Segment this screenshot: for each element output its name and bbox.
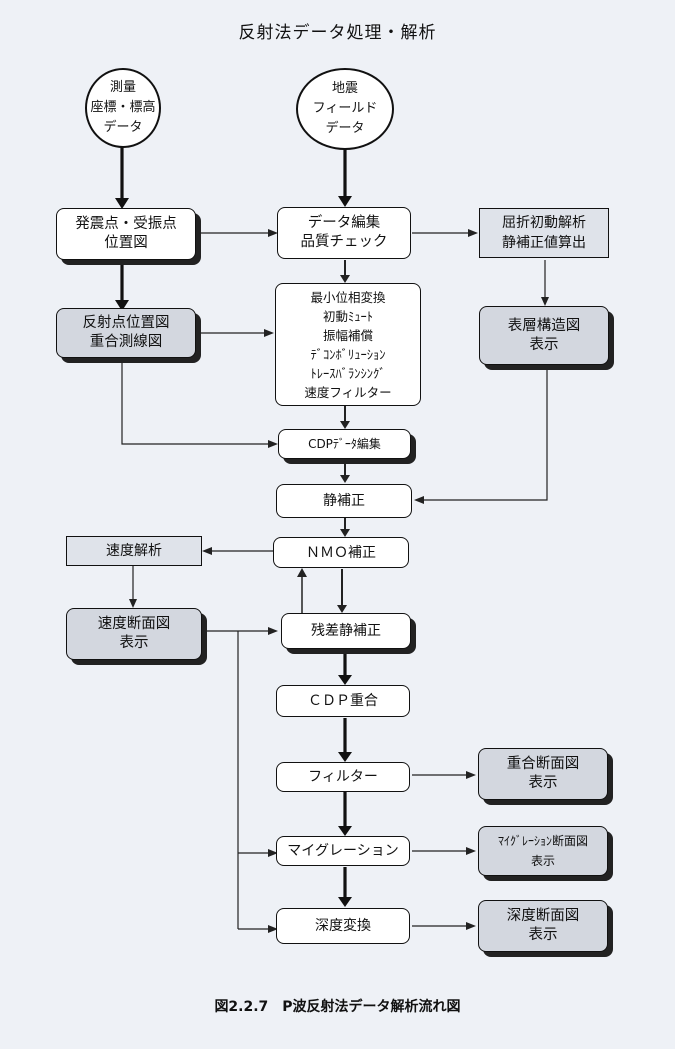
- connector-reflection-to-cdpedit: [121, 360, 270, 445]
- node-label-line: 速度断面図: [97, 616, 171, 632]
- node-label-line: 表示: [119, 635, 149, 651]
- node-residual-static: 残差静補正: [281, 613, 411, 649]
- node-static-correction: 静補正: [276, 484, 412, 518]
- arrowhead: [337, 605, 347, 613]
- arrowhead: [340, 529, 350, 537]
- arrowhead: [268, 627, 278, 635]
- node-label-line: 深度断面図: [506, 908, 580, 924]
- node-label-line: 屈折初動解析: [502, 215, 586, 231]
- node-label-line: ﾏｲｸﾞﾚｰｼｮﾝ断面図: [497, 834, 588, 848]
- node-depth-conversion: 深度変換: [276, 908, 410, 944]
- node-label-line: 地震: [331, 81, 358, 96]
- node-label-line: 残差静補正: [311, 623, 381, 639]
- arrowhead: [268, 229, 278, 237]
- arrowhead: [338, 826, 352, 836]
- node-label-line: 重合測線図: [89, 334, 163, 350]
- node-label-line: ﾄﾚｰｽﾊﾞﾗﾝｼﾝｸﾞ: [310, 365, 386, 381]
- node-preprocessing: 最小位相変換初動ﾐｭｰﾄ 振幅補償 ﾃﾞｺﾝﾎﾞﾘｭｰｼｮﾝ ﾄﾚｰｽﾊﾞﾗﾝｼﾝｸﾞ…: [275, 283, 421, 406]
- node-label-line: 品質チェック: [300, 234, 388, 250]
- arrowhead: [340, 275, 350, 283]
- node-filter: フィルター: [276, 762, 410, 792]
- arrowhead: [264, 329, 274, 337]
- node-label-line: 表示: [528, 775, 558, 791]
- arrowhead: [338, 196, 352, 207]
- node-shot-receiver-map: 発震点・受振点位置図: [56, 208, 196, 260]
- node-label-line: CDPﾃﾞｰﾀ編集: [308, 437, 381, 451]
- arrowhead: [340, 475, 350, 483]
- node-label-line: 初動ﾐｭｰﾄ: [322, 308, 373, 324]
- arrowhead: [414, 496, 424, 504]
- node-label-line: 表示: [528, 927, 558, 943]
- node-label-line: 発震点・受振点: [75, 216, 177, 232]
- arrowhead: [338, 675, 352, 685]
- node-velocity-analysis: 速度解析: [66, 536, 202, 566]
- node-label-line: 最小位相変換: [310, 289, 386, 305]
- arrowhead: [268, 925, 278, 933]
- connector-surface-to-static: [422, 367, 548, 501]
- arrowhead: [268, 440, 278, 448]
- node-label-line: マイグレーション: [287, 843, 399, 859]
- node-label-line: データ: [103, 120, 143, 135]
- node-label-line: 深度変換: [315, 918, 371, 934]
- arrowhead: [268, 849, 278, 857]
- node-label-line: 反射点位置図: [82, 315, 170, 331]
- node-label-line: 振幅補償: [322, 327, 373, 343]
- node-cdp-stack: ＣＤＰ重合: [276, 685, 410, 717]
- node-label-line: ＣＤＰ重合: [308, 693, 378, 709]
- arrowhead: [115, 300, 129, 311]
- node-cdp-edit: CDPﾃﾞｰﾀ編集: [278, 429, 411, 459]
- node-label-line: フィールド: [312, 101, 378, 116]
- node-label-line: フィルター: [308, 769, 378, 785]
- node-label-line: 速度フィルター: [304, 384, 392, 400]
- node-label-line: 静補正: [323, 493, 365, 509]
- node-stack-section: 重合断面図表示: [478, 748, 608, 800]
- node-velocity-section: 速度断面図表示: [66, 608, 202, 660]
- node-label-line: 表層構造図: [507, 317, 581, 334]
- arrowhead: [466, 922, 476, 930]
- node-depth-section: 深度断面図表示: [478, 900, 608, 952]
- node-label-line: 重合断面図: [506, 756, 580, 772]
- node-label-line: データ編集: [307, 215, 381, 231]
- node-label-line: データ: [325, 121, 365, 136]
- node-field-data: 地震フィールドデータ: [296, 68, 394, 150]
- node-reflection-point-map: 反射点位置図重合測線図: [56, 308, 196, 358]
- node-label-line: ＮＭＯ補正: [306, 544, 376, 561]
- node-refraction: 屈折初動解析静補正値算出: [479, 208, 609, 258]
- arrowhead: [340, 421, 350, 429]
- arrowhead: [466, 847, 476, 855]
- arrowhead: [541, 297, 549, 306]
- node-label-line: ﾃﾞｺﾝﾎﾞﾘｭｰｼｮﾝ: [310, 346, 386, 362]
- arrowhead: [297, 568, 307, 577]
- arrowhead: [338, 752, 352, 762]
- node-label-line: 速度解析: [106, 543, 162, 559]
- figure-caption: 図2.2.7 P波反射法データ解析流れ図: [214, 999, 461, 1015]
- node-migration-section: ﾏｲｸﾞﾚｰｼｮﾝ断面図表示: [478, 826, 608, 876]
- arrowhead: [338, 897, 352, 907]
- node-label-line: 位置図: [104, 235, 148, 251]
- node-surface-structure: 表層構造図表示: [479, 306, 609, 365]
- node-nmo: ＮＭＯ補正: [273, 537, 409, 568]
- node-survey-coords: 測量座標・標高データ: [85, 68, 161, 148]
- node-data-edit: データ編集品質チェック: [277, 207, 411, 259]
- arrowhead: [129, 599, 137, 608]
- arrowhead: [115, 198, 129, 209]
- arrowhead: [468, 229, 478, 237]
- node-label-line: 表示: [530, 854, 555, 868]
- node-label-line: 表示: [529, 336, 559, 353]
- node-label-line: 静補正値算出: [502, 235, 586, 251]
- node-label-line: 測量: [109, 80, 136, 95]
- arrowhead: [202, 547, 212, 555]
- node-label-line: 座標・標高: [90, 100, 156, 115]
- arrowhead: [466, 771, 476, 779]
- diagram-title: 反射法データ処理・解析: [238, 23, 437, 43]
- node-migration: マイグレーション: [276, 836, 410, 866]
